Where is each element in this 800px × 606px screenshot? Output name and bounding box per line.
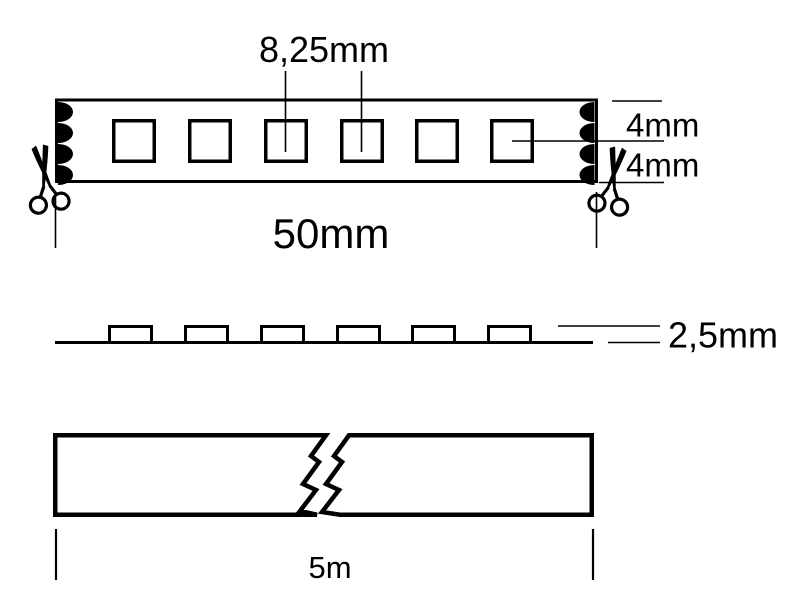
pitch-label: 8,25mm [259, 29, 389, 70]
led-chip [112, 119, 156, 163]
led-chip-profile [487, 325, 532, 344]
led-chip-profile [336, 325, 381, 344]
led-chip-profile [108, 325, 153, 344]
thickness-dimension [558, 325, 660, 344]
cut-segment-dimension [54, 192, 598, 248]
strip-length-right-piece [317, 433, 594, 517]
solder-pad [58, 144, 73, 164]
solder-pad [58, 123, 73, 143]
led-chip-profile [260, 325, 305, 344]
strip-length-view [53, 433, 594, 517]
strip-length-left-piece [53, 433, 331, 517]
solder-pad [579, 144, 595, 164]
scissors-handle-ring [609, 197, 630, 217]
upper-width-label: 4mm [626, 107, 699, 144]
scissors-blade [42, 144, 49, 189]
solder-pad [579, 165, 595, 185]
scissors-handle-ring [587, 193, 607, 213]
solder-pad [58, 102, 73, 122]
solder-pad [579, 102, 595, 122]
led-chip [188, 119, 232, 163]
led-chips-side [108, 325, 532, 344]
scissors-handle-ring [51, 191, 71, 211]
thickness-label: 2,5mm [668, 315, 778, 356]
solder-pad [579, 123, 595, 143]
solder-pads-left [58, 102, 73, 185]
scissors-icon [28, 144, 71, 215]
strip-top-view [55, 98, 598, 185]
pitch-dimension [284, 71, 363, 152]
length-dimension [54, 529, 595, 580]
solder-pad [58, 165, 73, 185]
strip-side-view [55, 325, 593, 344]
scissors-icon [587, 146, 630, 217]
scissors-blade [31, 145, 52, 188]
total-length-label: 5m [308, 550, 351, 585]
solder-pads-right [579, 102, 595, 185]
cut-segment-label: 50mm [273, 210, 390, 257]
scissors-blade [609, 146, 616, 191]
led-chip-profile [184, 325, 229, 344]
scissors-blade [606, 147, 627, 190]
led-chip [415, 119, 459, 163]
lower-width-label: 4mm [626, 147, 699, 184]
led-chip-profile [411, 325, 456, 344]
scissors-handle-ring [28, 195, 49, 215]
